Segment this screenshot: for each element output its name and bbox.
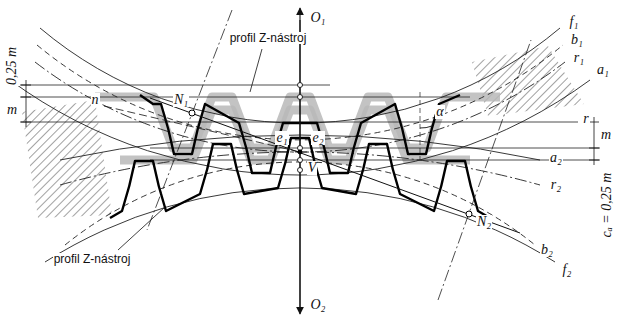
line-of-action bbox=[150, 98, 520, 233]
axis-points bbox=[298, 83, 303, 173]
label: a₂ bbox=[549, 151, 563, 165]
label: e₁ bbox=[275, 131, 288, 145]
label: 0,25 m bbox=[5, 46, 19, 86]
label: N₁ bbox=[173, 93, 189, 107]
center-axis bbox=[299, 20, 300, 314]
label: r₂ bbox=[550, 178, 562, 192]
pitch-point bbox=[298, 150, 303, 155]
label: b₂ bbox=[540, 243, 554, 257]
label: profil Z-nástroj bbox=[229, 32, 308, 44]
label: m bbox=[6, 103, 18, 117]
label: cₐ = 0,25 m bbox=[600, 172, 614, 239]
label: O₁ bbox=[310, 11, 327, 25]
label: O₂ bbox=[310, 298, 327, 312]
label: n bbox=[91, 93, 100, 107]
label: V bbox=[307, 161, 318, 175]
label: r₁ bbox=[573, 51, 585, 65]
alpha-arc bbox=[420, 126, 432, 128]
point-n2 bbox=[466, 211, 472, 217]
leader-line bbox=[250, 49, 262, 92]
section-hatch bbox=[472, 46, 584, 116]
leader-line bbox=[118, 207, 165, 250]
radial-line bbox=[438, 40, 531, 300]
label: f₂ bbox=[562, 263, 573, 277]
label: a₁ bbox=[596, 63, 610, 77]
point-n1 bbox=[189, 110, 195, 116]
alpha-reference bbox=[420, 92, 421, 160]
label: N₂ bbox=[476, 215, 492, 229]
label: e₂ bbox=[311, 131, 324, 145]
radial-line bbox=[147, 10, 232, 230]
label: α bbox=[435, 105, 444, 119]
dimension-lines bbox=[21, 80, 599, 165]
normal-line bbox=[104, 106, 300, 152]
label: f₁ bbox=[569, 15, 580, 29]
label: b₁ bbox=[570, 33, 584, 47]
label: profil Z-nástroj bbox=[53, 253, 132, 265]
label: m bbox=[600, 128, 612, 142]
label: r bbox=[582, 112, 589, 126]
